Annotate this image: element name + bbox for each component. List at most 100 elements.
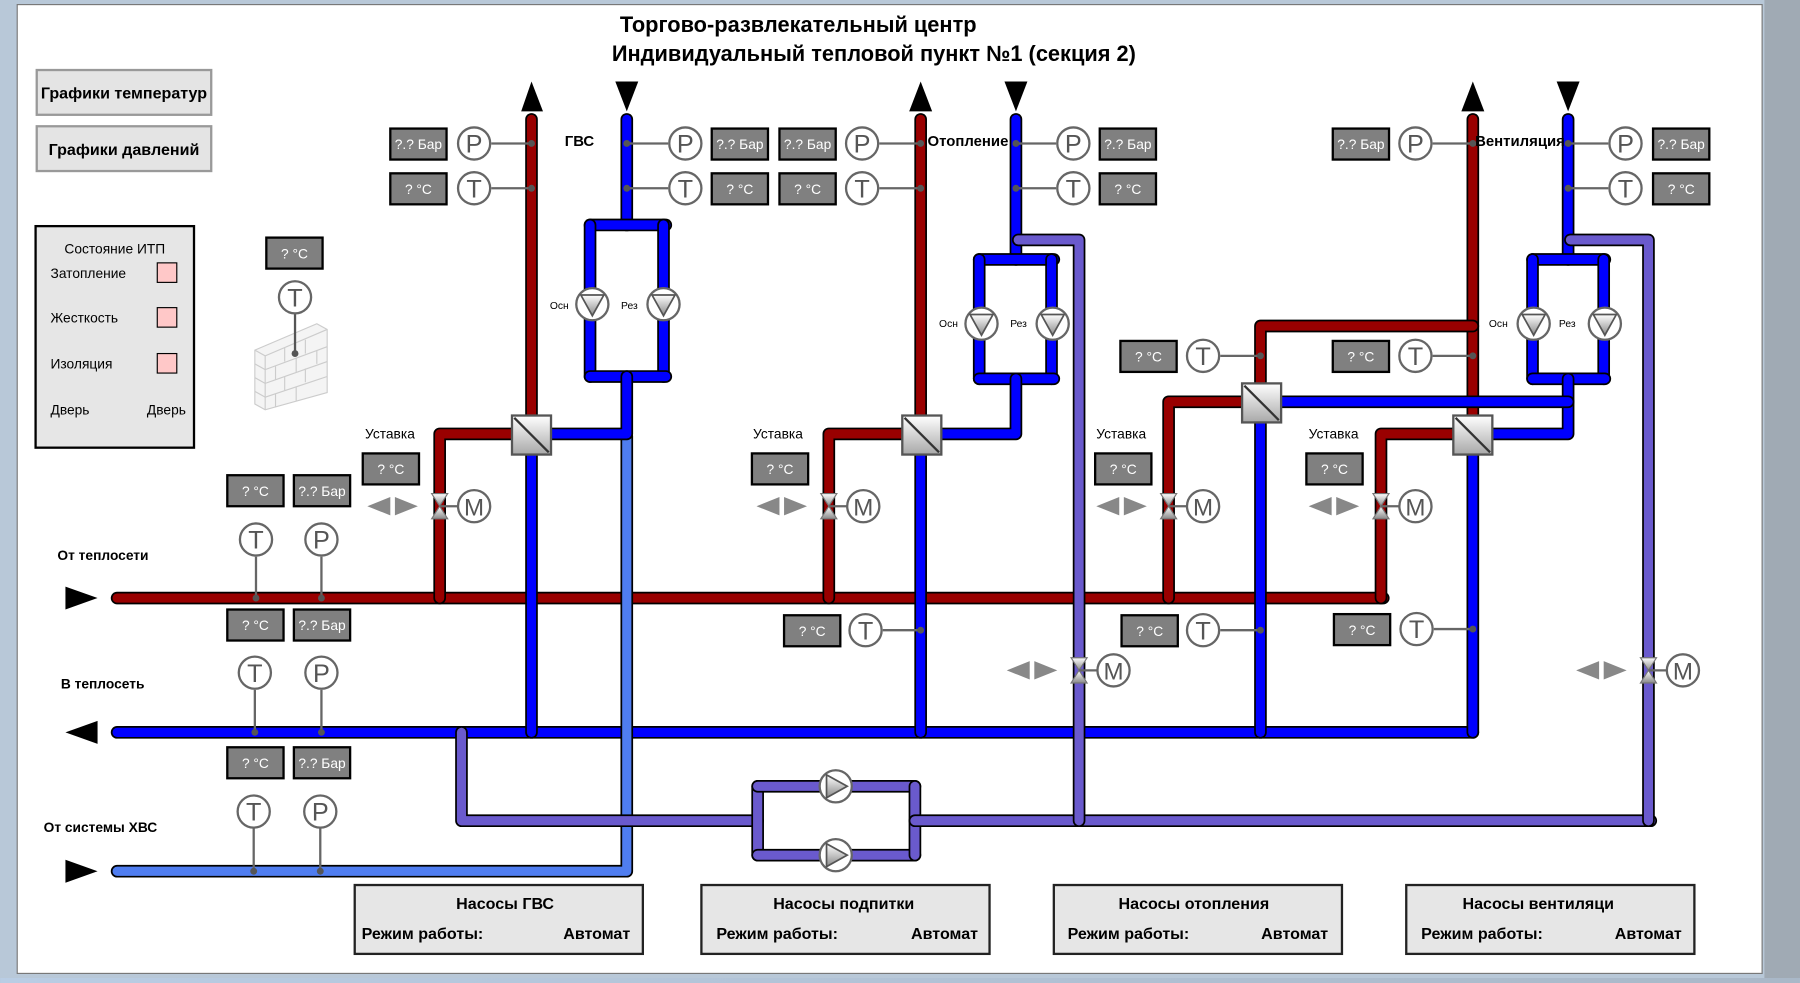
heating-heat-exchanger[interactable]: [901, 414, 943, 456]
network-supply-pressure-readout-value: ?.? Бар: [298, 618, 346, 633]
gvs-setpoint-label: Уставка: [365, 426, 415, 441]
return-temp-readout: ? °C: [226, 746, 285, 780]
vent-hx2-primary: [1374, 427, 1460, 605]
heating-pumps-panel[interactable]: Насосы отопления Режим работы: Автомат: [1052, 883, 1344, 956]
gvs-supply-temp-readout: ? °C: [389, 172, 448, 206]
vent-heat-exchanger-2[interactable]: [1452, 414, 1494, 456]
makeup-inlet-pipe: [455, 726, 764, 828]
heating-pumps-mode-label: Режим работы:: [1068, 925, 1190, 943]
vent-control-valve[interactable]: M: [1159, 489, 1221, 524]
door-left-label: Дверь: [51, 402, 90, 417]
vent-return-down-arrow-icon: [1556, 81, 1580, 112]
vent-supply-t-gauge: T: [1398, 338, 1433, 374]
vent-label: Вентиляция: [1475, 133, 1565, 150]
gvs-return-down-arrow-icon: [615, 81, 639, 112]
gvs-control-valve-manual-arrows-icon[interactable]: [367, 497, 418, 516]
inlet-supply-t-gauge: T: [238, 522, 274, 557]
makeup-vent-feed: [1564, 233, 1655, 828]
temperature-charts-button[interactable]: Графики температур: [35, 68, 213, 116]
vent-pump-reserve[interactable]: [1587, 306, 1623, 341]
svg-text:Рез: Рез: [621, 301, 638, 312]
svg-text:T: T: [1195, 617, 1210, 645]
network-supply-pressure-readout: ?.? Бар: [292, 608, 352, 642]
svg-text:T: T: [1409, 616, 1424, 644]
gvs-pumps-panel[interactable]: Насосы ГВС Режим работы: Автомат: [353, 883, 645, 956]
heating-supply-pressure-readout-value: ?.? Бар: [784, 137, 832, 152]
gvs-heat-exchanger[interactable]: [510, 414, 553, 456]
svg-text:M: M: [1673, 659, 1693, 686]
gvs-return-temp-readout-value: ? °C: [726, 182, 753, 197]
makeup-pumps-title: Насосы подпитки: [773, 895, 914, 913]
title-line1: Торгово-развлекательный центр: [620, 12, 977, 37]
gvs-pump-main[interactable]: [575, 286, 610, 322]
vent2-control-valve-manual-arrows-icon[interactable]: [1308, 497, 1360, 516]
svg-text:P: P: [313, 660, 330, 688]
heating-pump-main[interactable]: [964, 306, 999, 341]
heating-return-pressure-readout: ?.? Бар: [1098, 127, 1158, 161]
gvs-setpoint-readout: ? °C: [361, 452, 421, 486]
vent-makeup-valve[interactable]: M: [1639, 653, 1701, 688]
heating-control-valve-manual-arrows-icon[interactable]: [756, 497, 808, 516]
vent-return-temp-readout-value: ? °C: [1668, 182, 1695, 197]
vent-pump-main[interactable]: [1516, 306, 1551, 341]
inlet-supply-p-gauge: P: [304, 522, 339, 557]
gvs-pump-reserve[interactable]: [646, 286, 681, 322]
heating-makeup-valve-manual-arrows-icon[interactable]: [1006, 661, 1058, 680]
vent-supply-pressure-readout: ?.? Бар: [1331, 127, 1391, 161]
to-network-label: В теплосеть: [61, 677, 145, 692]
heating-primary-return-t-gauge: T: [848, 612, 883, 648]
vent-heat-exchanger-1[interactable]: [1240, 382, 1283, 424]
svg-text:P: P: [1407, 131, 1424, 159]
heating-supply-temp-readout-value: ? °C: [794, 182, 821, 197]
from-cold-water-label: От системы ХВС: [44, 820, 158, 835]
heating-supply-pressure-readout: ?.? Бар: [778, 127, 837, 161]
gvs-pumps-title: Насосы ГВС: [456, 895, 554, 913]
vent-pumps-panel[interactable]: Насосы вентиляци Режим работы: Автомат: [1405, 883, 1696, 956]
svg-text:P: P: [313, 527, 330, 555]
gvs-supply-p-gauge: P: [456, 126, 492, 161]
svg-text:T: T: [287, 284, 302, 312]
heating-pump-reserve[interactable]: [1035, 306, 1070, 341]
status-hardness-indicator: [156, 307, 178, 328]
gvs-label: ГВС: [565, 133, 595, 150]
heating-supply-t-gauge: T: [844, 171, 880, 206]
vent-hx1-primary: [1162, 395, 1249, 605]
heating-makeup-valve[interactable]: M: [1070, 653, 1131, 688]
gvs-control-valve[interactable]: M: [430, 489, 492, 524]
svg-text:Осн: Осн: [939, 319, 958, 330]
from-network-label: От теплосети: [57, 548, 148, 563]
vent2-control-valve[interactable]: M: [1371, 489, 1433, 524]
svg-text:T: T: [246, 799, 261, 827]
vent-return-pressure-readout: ?.? Бар: [1651, 127, 1711, 161]
makeup-pumps-mode-label: Режим работы:: [716, 925, 838, 943]
gvs-return-temp-readout: ? °C: [710, 172, 770, 206]
cold-water-t-gauge: T: [236, 794, 271, 829]
svg-text:P: P: [312, 799, 329, 827]
vent-makeup-valve-manual-arrows-icon[interactable]: [1576, 661, 1627, 680]
svg-text:Осн: Осн: [550, 301, 569, 312]
svg-text:P: P: [1065, 131, 1082, 159]
vent-control-valve-manual-arrows-icon[interactable]: [1096, 497, 1147, 516]
heating-control-valve[interactable]: M: [819, 489, 881, 524]
vent-setpoint-label: Уставка: [1096, 426, 1146, 441]
vent-return-t-gauge: T: [1608, 171, 1643, 206]
return-t-gauge: T: [237, 655, 273, 690]
svg-text:P: P: [677, 131, 694, 159]
vent-pumps-mode-value: Автомат: [1615, 925, 1682, 943]
svg-text:Рез: Рез: [1559, 319, 1576, 330]
svg-text:M: M: [1103, 659, 1123, 686]
makeup-pumps-panel[interactable]: Насосы подпитки Режим работы: Автомат: [700, 883, 991, 956]
vent-pumps-title: Насосы вентиляци: [1462, 895, 1614, 913]
vent-hx1-return-temp-readout: ? °C: [1120, 614, 1179, 648]
svg-text:P: P: [466, 131, 483, 159]
svg-text:T: T: [1408, 343, 1423, 371]
makeup-pumps-mode-value: Автомат: [911, 925, 978, 943]
makeup-pump-2[interactable]: [818, 837, 853, 873]
vent-hx1-return-temp-readout-value: ? °C: [1136, 624, 1163, 639]
pressure-charts-button[interactable]: Графики давлений: [35, 125, 213, 173]
gvs-supply-pressure-readout: ?.? Бар: [389, 127, 448, 161]
vent-supply-temp-readout: ? °C: [1331, 339, 1391, 374]
makeup-pump-1[interactable]: [818, 769, 853, 804]
heating-return-temp-readout: ? °C: [1098, 172, 1158, 206]
